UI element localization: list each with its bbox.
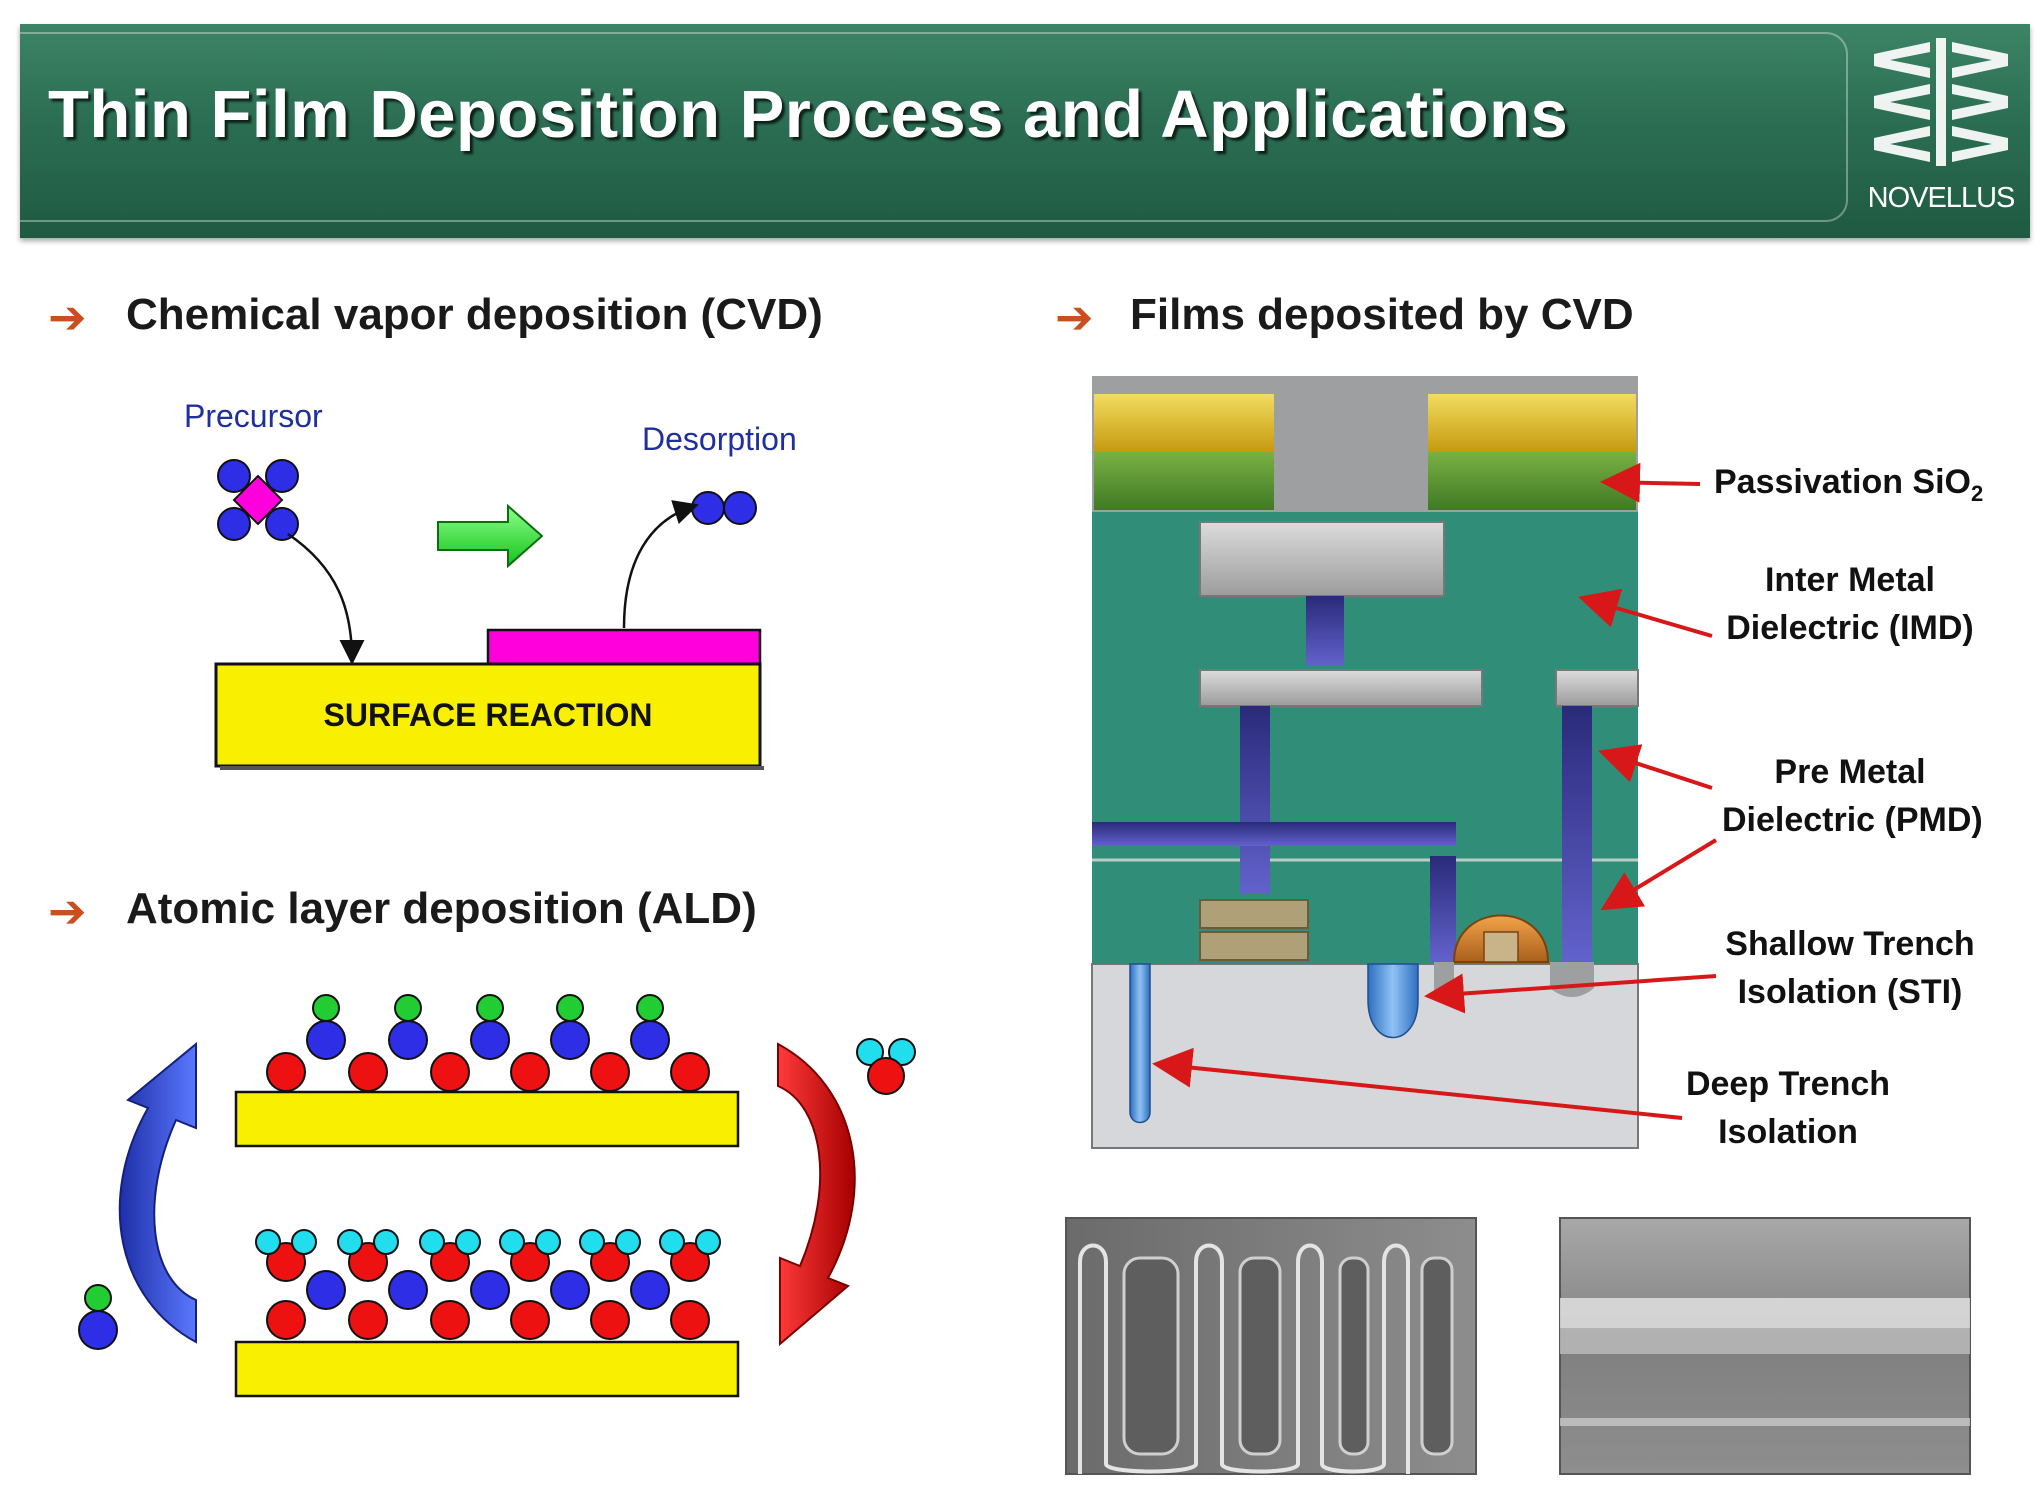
precursor-molecule (217, 459, 299, 541)
pmd-label: Pre Metal Dielectric (PMD) (1722, 748, 1983, 844)
ald-heading: Atomic layer deposition (ALD) (126, 884, 757, 933)
pmd-label-line2: Dielectric (PMD) (1722, 801, 1983, 839)
novellus-logo: NOVELLUS (1866, 32, 2016, 222)
imd-label: Inter Metal Dielectric (IMD) (1722, 556, 1978, 652)
passivation-pointer (1600, 462, 1701, 503)
slide-title: Thin Film Deposition Process and Applica… (48, 77, 1569, 152)
dti-label-line2: Isolation (1718, 1113, 1858, 1151)
desorption-arrow (622, 500, 699, 629)
ald-bottom-layer (234, 1229, 740, 1398)
pmd-label-line1: Pre Metal (1774, 753, 1926, 791)
bullet-arrow-icon: ➔ (1055, 291, 1094, 343)
desorption-label: Desorption (642, 421, 797, 457)
imd-label-line2: Dielectric (IMD) (1726, 609, 1974, 647)
bullet-arrow-icon: ➔ (48, 291, 87, 343)
sti-pointer (1424, 973, 1717, 1014)
surface-substrate (214, 662, 762, 768)
pmd-pointer-lower (1600, 838, 1718, 911)
device-cross-section (1091, 376, 1639, 1149)
cvd-heading: Chemical vapor deposition (CVD) (126, 290, 823, 339)
dti-label: Deep Trench Isolation (1672, 1060, 1904, 1156)
process-arrow-icon (437, 503, 544, 569)
sti-label-line1: Shallow Trench (1725, 925, 1975, 963)
logo-text: NOVELLUS (1867, 182, 2016, 214)
sti-label-line2: Isolation (STI) (1737, 973, 1963, 1011)
adsorption-arrow (287, 532, 365, 665)
bullet-arrow-icon: ➔ (48, 885, 87, 937)
sem-image-trench-fill (1065, 1217, 1477, 1475)
sti-label: Shallow Trench Isolation (STI) (1722, 920, 1978, 1016)
surface-reaction-label: SURFACE REACTION (324, 697, 653, 733)
passivation-label-text: Passivation SiO (1714, 463, 1971, 501)
precursor-label: Precursor (184, 398, 323, 434)
passivation-subscript: 2 (1971, 480, 1984, 506)
passivation-label: Passivation SiO2 (1714, 458, 1983, 518)
dti-label-line1: Deep Trench (1685, 1065, 1891, 1103)
novellus-logo-icon (1874, 38, 2008, 166)
imd-pointer (1578, 588, 1713, 638)
deposited-film (486, 628, 762, 666)
films-heading: Films deposited by CVD (1130, 290, 1634, 339)
title-banner-frame (20, 32, 1848, 222)
imd-label-line1: Inter Metal (1764, 561, 1936, 599)
title-banner: Thin Film Deposition Process and Applica… (20, 24, 2030, 238)
dti-pointer (1152, 1047, 1683, 1120)
pmd-pointer-upper (1598, 744, 1713, 790)
ald-cycle-arrow-right-icon (777, 1042, 856, 1347)
ald-cycle-arrow-left-icon (118, 1041, 197, 1344)
sem-image-film-layer (1559, 1217, 1971, 1475)
ald-top-layer (234, 994, 740, 1148)
